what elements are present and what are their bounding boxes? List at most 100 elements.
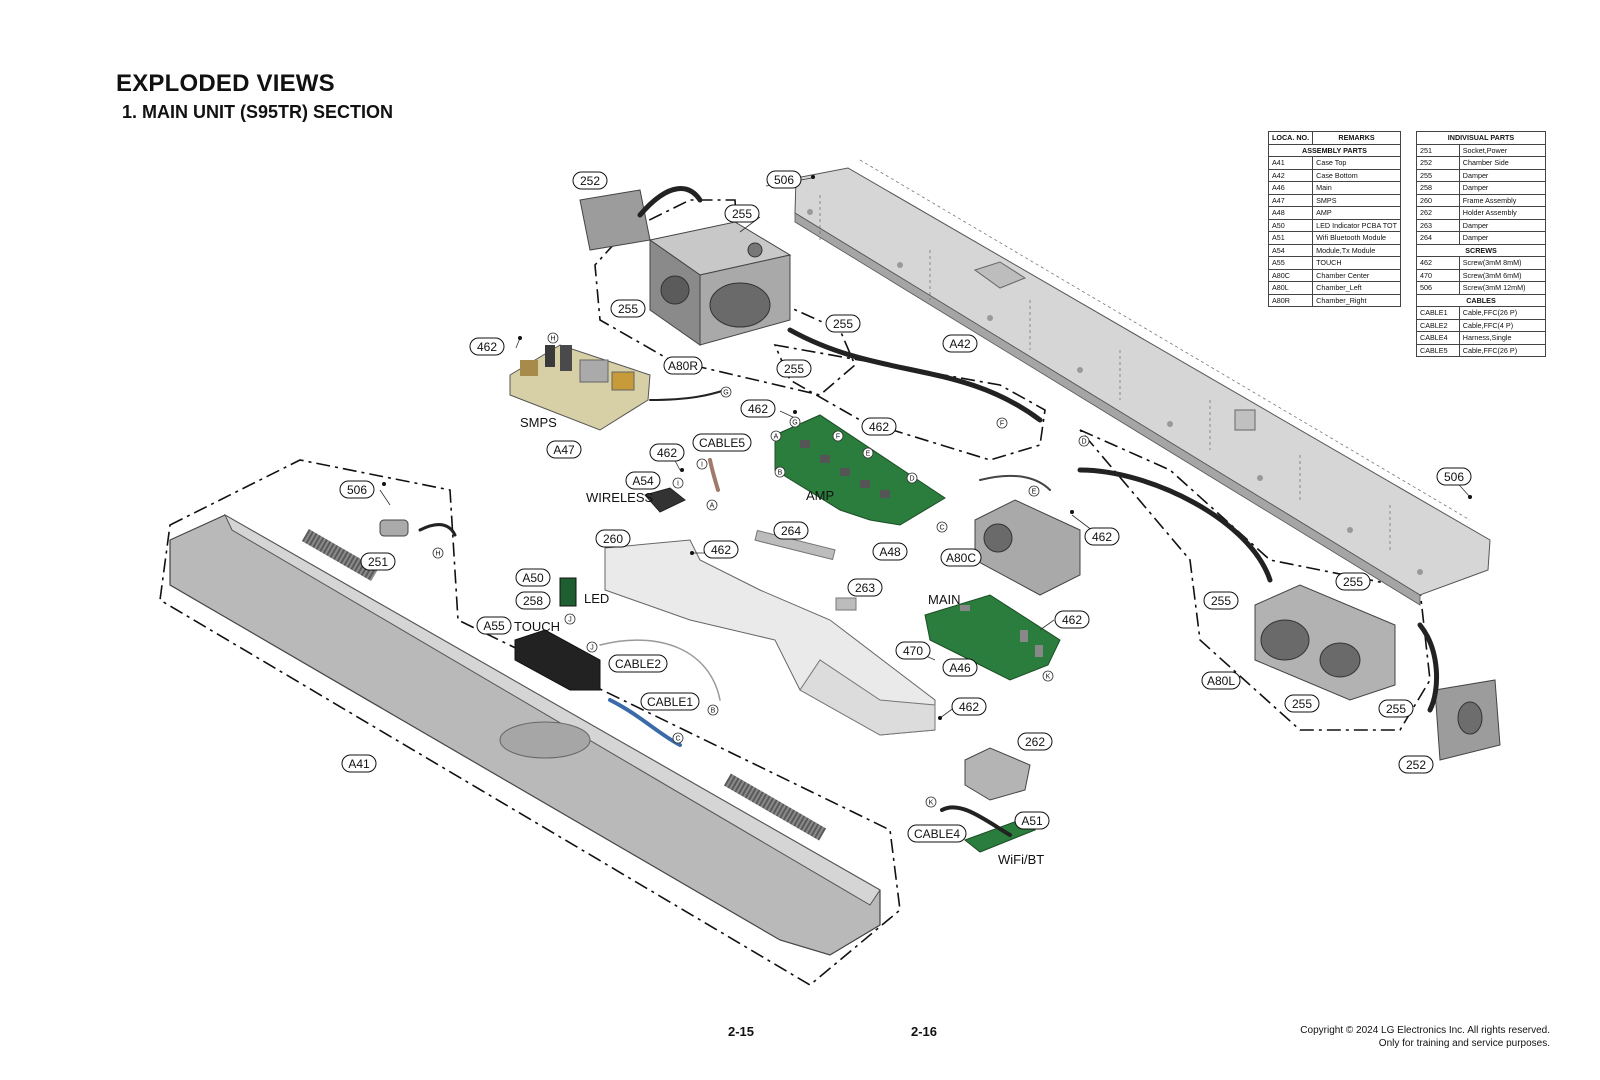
part-no-cell: 258 <box>1416 181 1460 195</box>
callout-a80r: A80R <box>663 356 703 375</box>
table-section-row: CABLES <box>1416 293 1546 307</box>
page-number-right: 2-16 <box>911 1024 938 1039</box>
connector-b2: B <box>707 704 719 716</box>
cable1-line <box>608 698 682 747</box>
wifibt-board-a51 <box>963 819 1037 853</box>
callout-cable4: CABLE4 <box>907 824 967 843</box>
callout-a46: A46 <box>942 658 978 677</box>
cable5-line <box>708 458 720 492</box>
connector-j2: J <box>586 641 598 653</box>
connector-h1: H <box>547 332 559 344</box>
description-cell: Cable,FFC(4 P) <box>1458 318 1547 332</box>
callout-cable5: CABLE5 <box>692 433 752 452</box>
connector-g2: G <box>789 416 801 428</box>
remarks-cell: LED Indicator PCBA TOT <box>1312 218 1401 232</box>
boundary-a80l <box>1079 429 1431 731</box>
svg-text:255: 255 <box>784 362 804 376</box>
connector-i2: I <box>672 477 684 489</box>
label-main: MAIN <box>928 592 961 607</box>
description-cell: Cable,FFC(26 P) <box>1458 343 1547 357</box>
svg-text:K: K <box>1046 674 1051 681</box>
callout-a50: A50 <box>515 568 551 587</box>
callout-a54: A54 <box>625 471 661 490</box>
connector-i1: I <box>696 458 708 470</box>
svg-text:252: 252 <box>580 174 600 188</box>
remarks-cell: Module,Tx Module <box>1312 243 1401 257</box>
smps-board-a47 <box>509 344 651 431</box>
loc-no-cell: A55 <box>1267 256 1314 270</box>
label-led: LED <box>584 591 609 606</box>
description-cell: Screw(3mM 6mM) <box>1458 268 1547 282</box>
boundary-a41 <box>159 459 901 986</box>
callout-a42: A42 <box>942 334 978 353</box>
svg-text:251: 251 <box>368 555 388 569</box>
part-no-cell: CABLE2 <box>1416 318 1460 332</box>
remarks-cell: Wifi Bluetooth Module <box>1312 231 1401 245</box>
svg-text:K: K <box>929 800 934 807</box>
connector-g1: G <box>720 386 732 398</box>
callout-255e: 255 <box>1203 591 1239 610</box>
loc-no-cell: A50 <box>1267 218 1314 232</box>
svg-text:506: 506 <box>1444 470 1464 484</box>
svg-text:F: F <box>1000 421 1004 428</box>
svg-text:252: 252 <box>1406 758 1426 772</box>
callout-462c: 462 <box>861 417 897 436</box>
connector-f2: F <box>996 417 1008 429</box>
part-no-cell: 470 <box>1416 268 1460 282</box>
chamber-left-a80l <box>1254 584 1501 761</box>
svg-text:A: A <box>774 434 779 441</box>
loc-no-cell: A80R <box>1267 293 1314 307</box>
page-number-left: 2-15 <box>728 1024 755 1039</box>
svg-text:D: D <box>1081 439 1086 446</box>
svg-text:462: 462 <box>1062 613 1082 627</box>
svg-text:A47: A47 <box>553 443 575 457</box>
svg-text:506: 506 <box>774 173 794 187</box>
svg-text:A: A <box>710 503 715 510</box>
description-cell: Screw(3mM 8mM) <box>1458 256 1547 270</box>
cable4-line <box>940 805 1012 837</box>
label-smps: SMPS <box>520 415 557 430</box>
damper-264 <box>754 529 836 561</box>
svg-text:F: F <box>836 434 840 441</box>
svg-text:A80R: A80R <box>668 359 698 373</box>
svg-text:G: G <box>723 390 728 397</box>
loc-no-cell: A41 <box>1267 156 1314 170</box>
callout-a80l: A80L <box>1201 671 1241 690</box>
svg-text:CABLE2: CABLE2 <box>615 657 661 671</box>
label-amp: AMP <box>806 488 834 503</box>
svg-text:B: B <box>778 470 783 477</box>
callout-a48: A48 <box>872 542 908 561</box>
touch-pcb-a55 <box>514 629 601 691</box>
callouts: 252 506 255 255 255 255 A80R A42 462 A47… <box>339 170 1472 843</box>
svg-text:462: 462 <box>657 446 677 460</box>
assembly-boundaries <box>159 199 1431 986</box>
svg-text:462: 462 <box>959 700 979 714</box>
callout-a41: A41 <box>341 754 377 773</box>
svg-text:E: E <box>1032 489 1037 496</box>
remarks-cell: Chamber Center <box>1312 268 1401 282</box>
connector-k1: K <box>1042 670 1054 682</box>
copyright-line2: Only for training and service purposes. <box>1378 1038 1550 1049</box>
svg-text:258: 258 <box>523 594 543 608</box>
section-assembly: ASSEMBLY PARTS <box>1268 143 1401 157</box>
description-cell: Damper <box>1458 181 1547 195</box>
board-labels: SMPS WIRELESS AMP LED TOUCH MAIN WiFi/BT <box>514 415 1044 867</box>
copyright-line1: Copyright © 2024 LG Electronics Inc. All… <box>1300 1025 1550 1036</box>
svg-text:H: H <box>550 336 555 343</box>
connector-k2: K <box>925 796 937 808</box>
callout-462d: 462 <box>649 443 685 462</box>
connector-h2: H <box>432 547 444 559</box>
callout-470: 470 <box>895 641 931 660</box>
callout-cable2: CABLE2 <box>608 654 668 673</box>
svg-text:255: 255 <box>1292 697 1312 711</box>
svg-text:D: D <box>909 476 914 483</box>
loc-no-cell: A80L <box>1267 281 1314 295</box>
callout-252b: 252 <box>1398 755 1434 774</box>
